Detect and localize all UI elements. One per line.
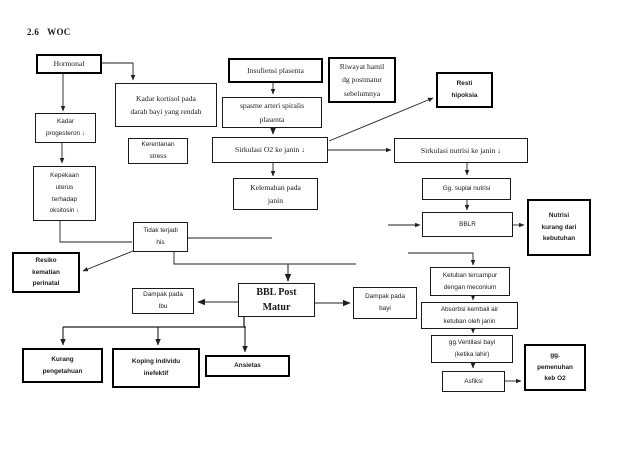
node-label: bayi bbox=[379, 305, 391, 312]
node-label: inefektif bbox=[143, 370, 169, 377]
node-label: progesteron ↓ bbox=[45, 130, 86, 137]
node-kelemahan-janin: Kelemahan pada janin bbox=[233, 178, 318, 210]
node-label: spasme arteri spiralis bbox=[239, 101, 305, 111]
node-label: Nutrisi bbox=[548, 212, 570, 220]
node-bblr: BBLR bbox=[422, 212, 513, 237]
node-label: Kadar kortisol pada bbox=[136, 93, 196, 103]
node-hormonal: Hormonal bbox=[36, 54, 102, 74]
edge-o2-to-resti-diagonal bbox=[328, 97, 434, 142]
node-label: Hormonal bbox=[53, 59, 85, 69]
section-number: 2.6 bbox=[27, 27, 40, 37]
node-kepekaan-uterus: Kepekaan uterus terhadap oksitosin ↓ bbox=[33, 166, 96, 221]
node-label: gg.Ventilasi bayi bbox=[448, 339, 496, 347]
node-kadar-kortisol: Kadar kortisol pada darah bayi yang renda… bbox=[115, 83, 217, 127]
node-label: pemenuhan bbox=[537, 363, 573, 371]
node-label: stress bbox=[149, 153, 167, 160]
node-riwayat-hamil: Riwayat hamil dg postmatur sebelumnya bbox=[328, 57, 396, 103]
node-label: Riwayat hamil bbox=[339, 62, 385, 72]
node-label: Absorbsi kembali air bbox=[440, 305, 499, 313]
node-gg-pemenuhan: gg. pemenuhan keb O2 bbox=[524, 344, 586, 391]
edge-his-to-resiko-diagonal bbox=[82, 250, 134, 272]
node-label: Sirkulasi nutrisi ke janin ↓ bbox=[420, 145, 502, 155]
node-label: darah bayi yang rendah bbox=[130, 107, 202, 116]
node-koping-individu: Koping individu inefektif bbox=[112, 348, 200, 388]
node-label: Asfiksi bbox=[464, 377, 483, 385]
node-label: Gg. suplai nutrisi bbox=[442, 185, 491, 193]
node-ketuban-tercampur: Ketuban tercampur dengan meconium bbox=[430, 267, 510, 296]
edge-kepekaan-to-his bbox=[59, 221, 132, 243]
node-label: Resiko bbox=[35, 257, 57, 265]
node-label: pengetahuan bbox=[42, 367, 83, 375]
node-label: Ibu bbox=[158, 303, 168, 310]
node-absorbsi-ketuban: Absorbsi kembali air ketuban oleh janin bbox=[421, 302, 518, 329]
node-label: uterus bbox=[55, 183, 74, 191]
node-tidak-terjadi-his: Tidak terjadi his bbox=[133, 222, 188, 252]
edge-hormonal-to-kortisol bbox=[102, 62, 136, 81]
node-label: Ansietas bbox=[234, 362, 261, 370]
node-label: ketuban oleh janin bbox=[443, 317, 496, 325]
section-title: WOC bbox=[47, 27, 71, 37]
node-spasme-arteri: spasme arteri spiralis plasenta bbox=[222, 97, 322, 128]
node-kerentanan-stress: Kerentanan stress bbox=[128, 138, 188, 164]
node-gg-suplai-nutrisi: Gg. suplai nutrisi bbox=[422, 178, 511, 200]
node-label: BBLR bbox=[459, 220, 476, 228]
node-gg-ventilasi: gg.Ventilasi bayi (ketika lahir) bbox=[431, 335, 513, 363]
node-label: kematian bbox=[32, 268, 60, 276]
node-label: terhadap bbox=[51, 195, 78, 203]
node-label: keb O2 bbox=[544, 375, 566, 383]
node-label: Insufiensi plasenta bbox=[247, 65, 304, 75]
node-label: Kelemahan pada bbox=[250, 182, 301, 192]
node-sirkulasi-o2: Sirkulasi O2 ke janin ↓ bbox=[212, 137, 328, 163]
node-label: Resti bbox=[456, 80, 473, 88]
node-kadar-progesteron: Kadar progesteron ↓ bbox=[35, 113, 96, 143]
node-label: BBL Post bbox=[256, 287, 297, 298]
page-title: 2.6 WOC bbox=[27, 27, 71, 37]
node-label: oksitosin ↓ bbox=[49, 207, 80, 215]
node-resiko-kematian: Resiko kematian perinatal bbox=[12, 252, 80, 293]
node-label: Koping individu bbox=[131, 358, 181, 366]
edge-his-bottom-line bbox=[173, 252, 356, 265]
node-label: janin bbox=[267, 196, 284, 205]
node-label: Kadar bbox=[56, 118, 75, 126]
node-label: kurang dari bbox=[541, 223, 577, 231]
node-label: perinatal bbox=[32, 280, 60, 288]
node-label: Matur bbox=[262, 302, 291, 313]
node-label: Dampak pada bbox=[143, 291, 183, 299]
node-dampak-bayi: Dampak pada bayi bbox=[353, 287, 417, 319]
node-label: plasenta bbox=[259, 114, 285, 124]
node-label: sebelumnya bbox=[343, 88, 381, 98]
node-ansietas: Ansietas bbox=[205, 355, 290, 377]
node-sirkulasi-nutrisi: Sirkulasi nutrisi ke janin ↓ bbox=[394, 138, 528, 163]
node-label: Tidak terjadi bbox=[143, 227, 178, 235]
node-label: (ketika lahir) bbox=[454, 351, 490, 358]
node-insufiensi-plasenta: Insufiensi plasenta bbox=[228, 58, 323, 83]
node-asfiksi: Asfiksi bbox=[442, 371, 505, 392]
node-label: Kepekaan bbox=[50, 172, 79, 180]
node-label: hipoksia bbox=[451, 92, 478, 99]
edge-line-to-ketuban bbox=[408, 252, 476, 266]
node-label: kebutuhan bbox=[542, 235, 576, 243]
node-label: Dampak pada bbox=[365, 293, 405, 301]
node-label: his bbox=[156, 239, 165, 246]
node-label: gg. bbox=[550, 352, 560, 360]
node-label: Kerentanan bbox=[141, 141, 175, 149]
node-label: Sirkulasi O2 ke janin ↓ bbox=[234, 145, 306, 155]
node-kurang-pengetahuan: Kurang pengetahuan bbox=[22, 348, 103, 383]
node-resti-hipoksia: Resti hipoksia bbox=[436, 72, 493, 108]
node-label: dg postmatur bbox=[342, 75, 382, 85]
node-label: dengan meconium bbox=[443, 283, 497, 291]
node-nutrisi-kurang: Nutrisi kurang dari kebutuhan bbox=[527, 199, 591, 256]
node-label: Kurang bbox=[51, 355, 74, 363]
node-label: Ketuban tercampur bbox=[442, 271, 498, 279]
